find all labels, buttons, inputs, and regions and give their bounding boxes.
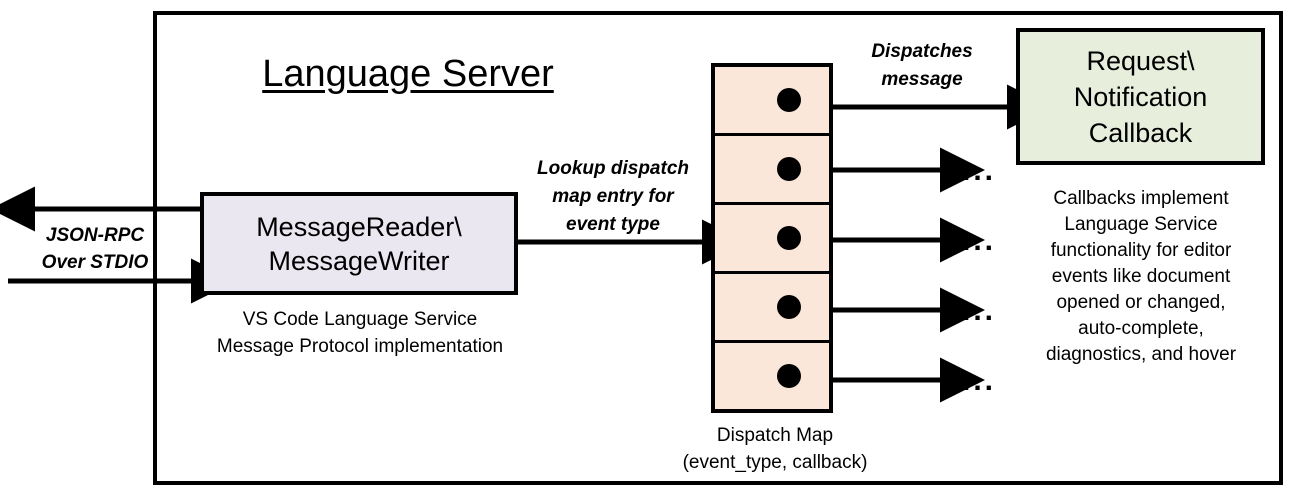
message-reader-writer-box[interactable]: MessageReader\ MessageWriter — [200, 192, 518, 295]
dispatch-map-row[interactable] — [715, 136, 829, 205]
dispatches-line-1: Dispatches — [871, 41, 973, 62]
callback-caption-line-2: Language Service — [1064, 214, 1218, 235]
edge-label-lookup: Lookup dispatch map entry for event type — [518, 155, 708, 239]
message-reader-caption: VS Code Language Service Message Protoco… — [190, 306, 530, 360]
callback-line-3: Callback — [1088, 117, 1193, 148]
edge-label-dispatches: Dispatches message — [832, 38, 1012, 94]
callback-dot-icon — [777, 88, 801, 112]
reader-caption-line-1: VS Code Language Service — [242, 309, 478, 330]
reader-line-2: MessageWriter — [268, 245, 450, 276]
callback-line-2: Notification — [1073, 81, 1208, 112]
language-server-frame — [153, 11, 1283, 485]
callback-caption-line-3: functionality for editor — [1050, 240, 1232, 261]
request-notification-callback-box[interactable]: Request\ Notification Callback — [1016, 28, 1265, 165]
callback-caption-line-5: opened or changed, — [1056, 292, 1226, 313]
callback-label: Request\ Notification Callback — [1074, 43, 1208, 151]
map-caption-line-2: (event_type, callback) — [682, 452, 868, 473]
callback-caption-line-1: Callbacks implement — [1053, 188, 1229, 209]
dispatch-map-row[interactable] — [715, 205, 829, 274]
reader-caption-line-2: Message Protocol implementation — [216, 336, 504, 357]
ellipsis-row-4: ... — [962, 294, 997, 327]
ellipsis-row-2: ... — [962, 154, 997, 187]
jsonrpc-line-2: Over STDIO — [41, 252, 149, 273]
reader-line-1: MessageReader\ — [256, 211, 462, 242]
ellipsis-row-5: ... — [962, 364, 997, 397]
dispatches-line-2: message — [881, 69, 963, 90]
lookup-line-1: Lookup dispatch — [537, 158, 689, 179]
page-title: Language Server — [262, 53, 554, 95]
callback-caption-line-7: diagnostics, and hover — [1045, 344, 1237, 365]
lookup-line-2: map entry for — [552, 186, 674, 207]
callback-dot-icon — [777, 364, 801, 388]
edge-label-jsonrpc: JSON-RPC Over STDIO — [20, 222, 170, 276]
callback-caption-line-6: auto-complete, — [1078, 318, 1204, 339]
dispatch-map-row[interactable] — [715, 343, 829, 409]
callback-dot-icon — [777, 157, 801, 181]
callback-dot-icon — [777, 295, 801, 319]
dispatch-map-row[interactable] — [715, 274, 829, 343]
jsonrpc-line-1: JSON-RPC — [45, 225, 145, 246]
callback-line-1: Request\ — [1086, 45, 1195, 76]
lookup-line-3: event type — [566, 214, 660, 235]
dispatch-map-caption: Dispatch Map (event_type, callback) — [660, 422, 890, 476]
message-reader-writer-label: MessageReader\ MessageWriter — [256, 210, 462, 278]
dispatch-map-row[interactable] — [715, 67, 829, 136]
map-caption-line-1: Dispatch Map — [716, 425, 834, 446]
callback-caption-line-4: events like document — [1051, 266, 1231, 287]
ellipsis-row-3: ... — [962, 224, 997, 257]
callback-dot-icon — [777, 226, 801, 250]
callback-caption: Callbacks implement Language Service fun… — [1010, 186, 1272, 368]
dispatch-map-table[interactable] — [711, 63, 833, 413]
